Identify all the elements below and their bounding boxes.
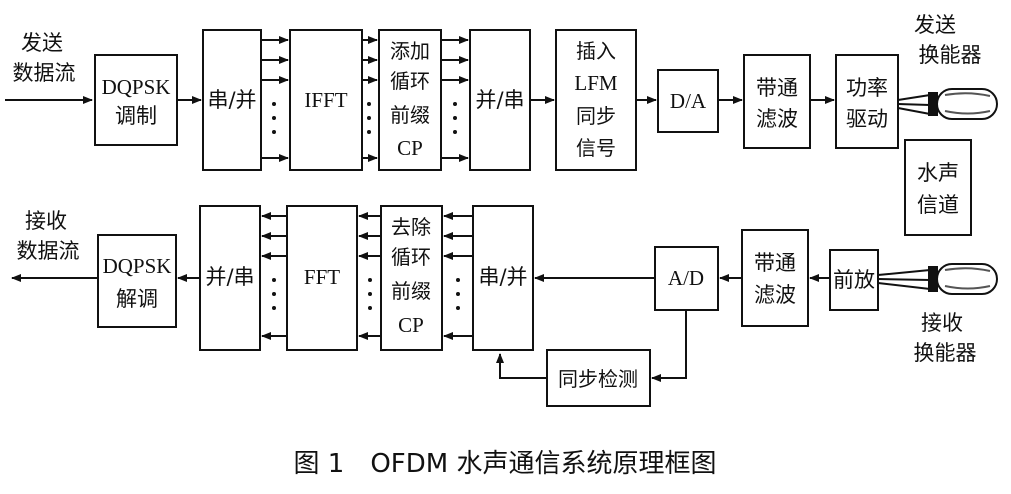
dqpsk-mod-label-1: DQPSK bbox=[102, 75, 171, 99]
tx-ps-label: 并/串 bbox=[475, 88, 524, 112]
dqpsk-demod-label-1: DQPSK bbox=[103, 254, 172, 278]
lfm-label-3: 同步 bbox=[576, 104, 616, 128]
dqpsk-demod-block: DQPSK 解调 bbox=[97, 234, 177, 328]
tx-bpf-block: 带通 滤波 bbox=[743, 54, 811, 149]
preamp-block: 前放 bbox=[829, 249, 879, 311]
tx-input-label-2: 数据流 bbox=[13, 61, 76, 85]
rx-output-label-2: 数据流 bbox=[17, 239, 80, 263]
lfm-label-1: 插入 bbox=[576, 39, 616, 63]
remove-cp-label-4: CP bbox=[398, 313, 424, 337]
tx-transducer-icon bbox=[897, 88, 998, 120]
rx-sp-label: 串/并 bbox=[478, 265, 527, 289]
rx-transducer-label-1: 接收 bbox=[921, 311, 963, 335]
arrow-sync-to-sp bbox=[496, 353, 547, 379]
remove-cp-block: 去除 循环 前缀 CP bbox=[380, 205, 443, 351]
add-cp-label-1: 添加 bbox=[390, 39, 430, 63]
preamp-label: 前放 bbox=[833, 268, 875, 292]
rx-bpf-label-2: 滤波 bbox=[754, 283, 796, 307]
pa-label-2: 驱动 bbox=[846, 107, 888, 131]
fft-block: FFT bbox=[286, 205, 358, 351]
rx-transducer-label-2: 换能器 bbox=[914, 341, 977, 365]
channel-label-1: 水声 bbox=[917, 161, 959, 185]
rx-ps-label: 并/串 bbox=[205, 265, 254, 289]
dqpsk-mod-label-2: 调制 bbox=[115, 104, 157, 128]
tx-transducer-label-2: 换能器 bbox=[919, 43, 982, 67]
rx-output-label-1: 接收 bbox=[25, 209, 67, 233]
fft-label: FFT bbox=[304, 265, 340, 289]
figure-caption: 图 1 OFDM 水声通信系统原理框图 bbox=[294, 449, 717, 479]
rx-ps-block: 并/串 bbox=[199, 205, 261, 351]
pa-block: 功率 驱动 bbox=[835, 54, 899, 149]
rx-transducer-icon bbox=[877, 263, 998, 295]
channel-label-2: 信道 bbox=[917, 193, 959, 217]
tx-parallel-arrows-1 bbox=[261, 36, 289, 162]
rx-sp-block: 串/并 bbox=[472, 205, 534, 351]
add-cp-block: 添加 循环 前缀 CP bbox=[378, 29, 442, 171]
ifft-block: IFFT bbox=[289, 29, 363, 171]
rx-parallel-arrows-3 bbox=[261, 212, 287, 340]
dqpsk-demod-label-2: 解调 bbox=[116, 287, 158, 311]
remove-cp-label-1: 去除 bbox=[391, 215, 431, 239]
lfm-label-2: LFM bbox=[574, 71, 618, 95]
arrow-ad-to-sync bbox=[651, 310, 687, 382]
tx-parallel-arrows-3 bbox=[441, 36, 469, 162]
add-cp-label-3: 前缀 bbox=[390, 103, 430, 127]
da-label: D/A bbox=[670, 89, 707, 113]
tx-bpf-label-1: 带通 bbox=[756, 76, 798, 100]
tx-transducer-label-1: 发送 bbox=[914, 13, 956, 37]
rx-bpf-block: 带通 滤波 bbox=[741, 229, 809, 327]
ifft-label: IFFT bbox=[304, 88, 347, 112]
lfm-block: 插入 LFM 同步 信号 bbox=[555, 29, 637, 171]
tx-sp-block: 串/并 bbox=[202, 29, 262, 171]
tx-sp-label: 串/并 bbox=[207, 88, 256, 112]
channel-block: 水声 信道 bbox=[904, 139, 972, 236]
lfm-label-4: 信号 bbox=[576, 136, 616, 160]
rx-parallel-arrows-1 bbox=[443, 212, 473, 340]
tx-input-label-1: 发送 bbox=[21, 31, 63, 55]
tx-ps-block: 并/串 bbox=[469, 29, 531, 171]
da-block: D/A bbox=[657, 69, 719, 133]
sync-detect-label: 同步检测 bbox=[558, 367, 638, 391]
rx-parallel-arrows-2 bbox=[358, 212, 381, 340]
sync-detect-block: 同步检测 bbox=[546, 349, 651, 407]
dqpsk-mod-block: DQPSK 调制 bbox=[94, 54, 178, 146]
ad-label: A/D bbox=[668, 266, 704, 290]
remove-cp-label-2: 循环 bbox=[391, 245, 431, 269]
remove-cp-label-3: 前缀 bbox=[391, 279, 431, 303]
add-cp-label-4: CP bbox=[397, 136, 423, 160]
tx-parallel-arrows-2 bbox=[362, 36, 378, 162]
rx-bpf-label-1: 带通 bbox=[754, 251, 796, 275]
add-cp-label-2: 循环 bbox=[390, 69, 430, 93]
ad-block: A/D bbox=[654, 246, 719, 311]
tx-bpf-label-2: 滤波 bbox=[756, 107, 798, 131]
pa-label-1: 功率 bbox=[846, 76, 888, 100]
